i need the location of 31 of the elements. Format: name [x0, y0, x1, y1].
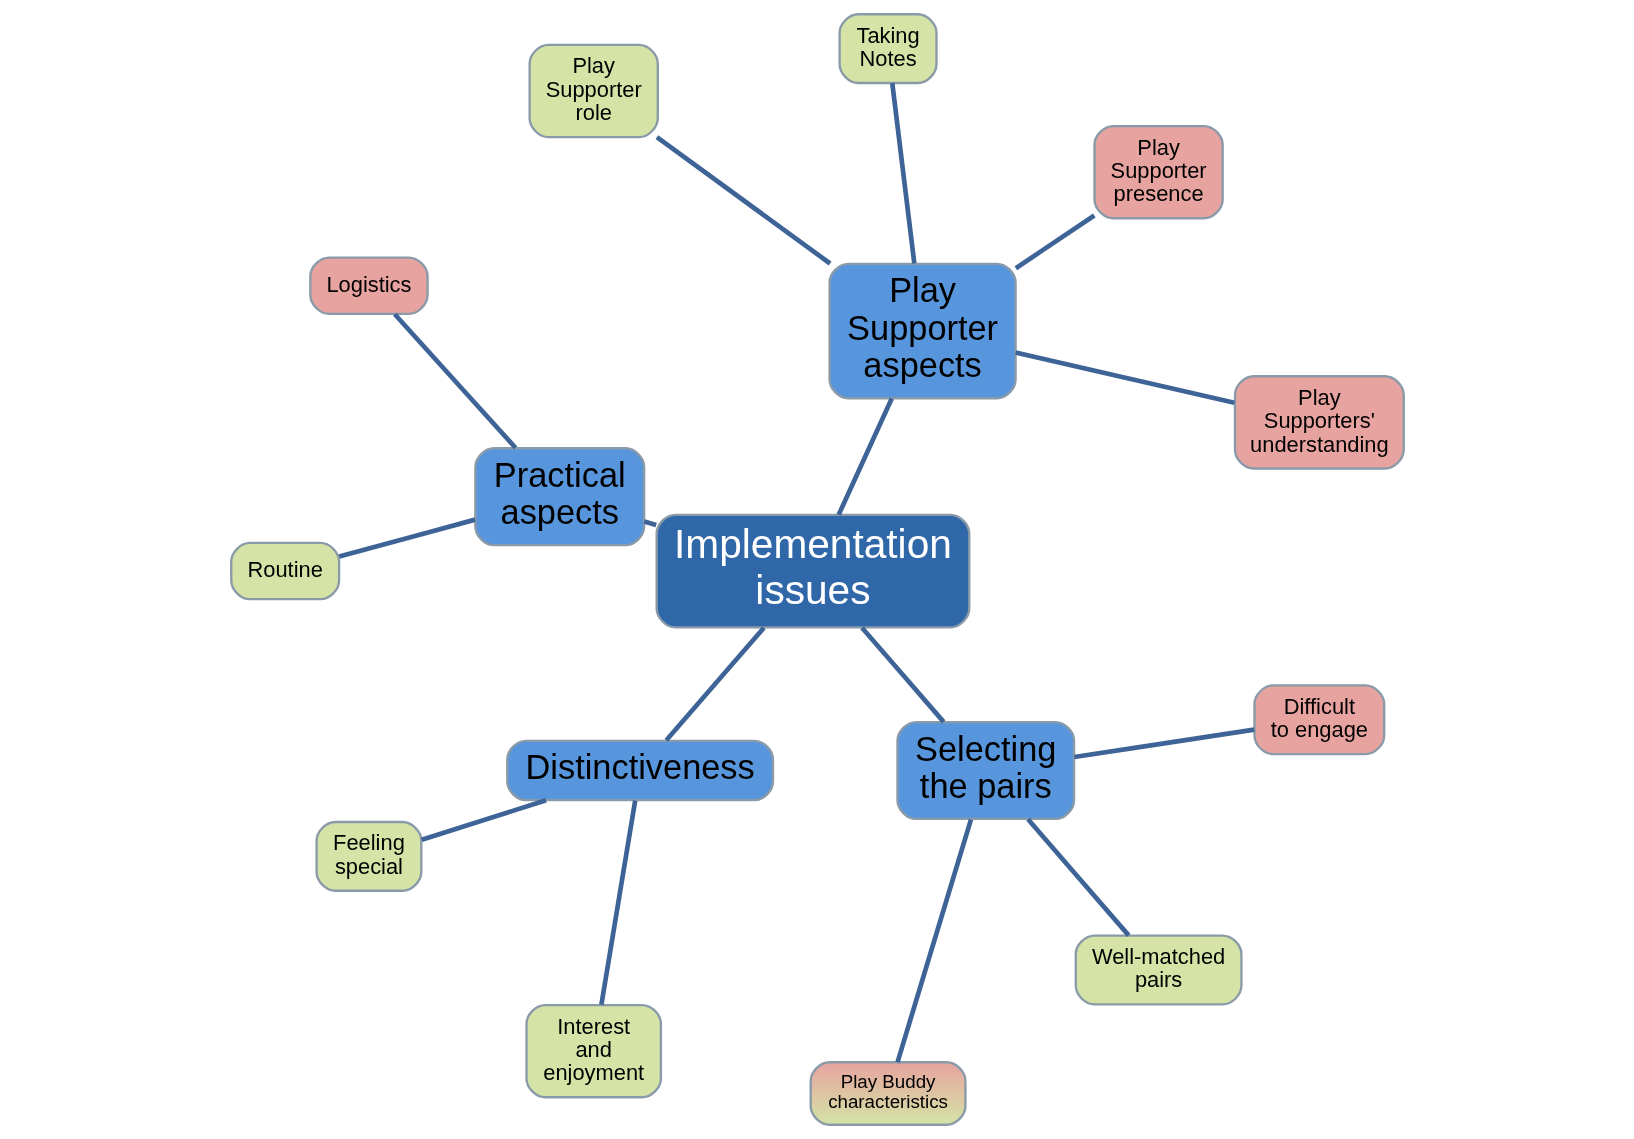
node-box: Play Supporters' understanding — [1233, 375, 1405, 470]
node-box: Logistics — [308, 256, 429, 315]
connector — [1025, 817, 1130, 937]
connector — [338, 517, 476, 559]
node-box: Play Supporter presence — [1092, 124, 1224, 220]
connector — [598, 800, 637, 1005]
connector — [420, 798, 547, 842]
connector — [836, 397, 894, 516]
connector — [392, 312, 517, 450]
node-box: Interest and enjoyment — [524, 1003, 662, 1099]
node-box: Practical aspects — [473, 447, 645, 547]
connector — [643, 519, 657, 528]
node-box: Taking Notes — [837, 13, 938, 85]
node-box: Play Supporter aspects — [827, 262, 1017, 400]
connector — [1014, 350, 1235, 406]
node-box: Play Supporter role — [527, 43, 659, 139]
connector — [655, 135, 831, 266]
node-box: Distinctiveness — [505, 739, 774, 802]
node-box: Feeling special — [314, 820, 422, 892]
node-box: Implementation issues — [655, 513, 970, 629]
node-box: Well-matched pairs — [1074, 934, 1243, 1006]
connector — [1014, 213, 1096, 271]
connector — [894, 818, 973, 1063]
connector — [664, 626, 766, 742]
connector — [1073, 727, 1255, 760]
node-box: Selecting the pairs — [895, 720, 1075, 821]
node-box: Routine — [229, 541, 340, 601]
connector — [859, 626, 945, 724]
connector — [889, 82, 917, 264]
node-box: Difficult to engage — [1252, 684, 1385, 756]
node-box: Play Buddy characteristics — [809, 1061, 967, 1126]
